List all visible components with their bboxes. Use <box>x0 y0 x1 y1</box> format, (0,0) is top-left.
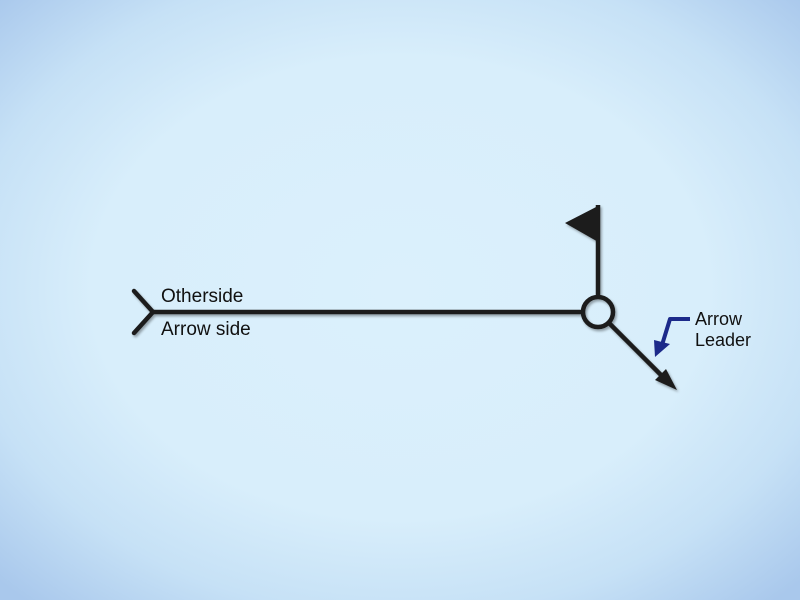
tail-lower <box>131 309 156 336</box>
arrow-head-icon <box>655 369 677 390</box>
arrow-side-label: Arrow side <box>161 319 251 340</box>
tail-upper <box>131 288 156 315</box>
field-weld-flag-icon <box>565 205 600 243</box>
arrow-leader-label-line2: Leader <box>695 330 752 350</box>
arrow-leader-label-line1: Arrow <box>695 309 743 329</box>
arrow-leader-label: Arrow Leader <box>695 309 751 351</box>
arrow-leader-line <box>607 321 666 380</box>
other-side-label: Otherside <box>161 286 244 307</box>
weld-all-around-circle <box>580 294 616 330</box>
pointer-arrow-icon <box>654 317 690 357</box>
